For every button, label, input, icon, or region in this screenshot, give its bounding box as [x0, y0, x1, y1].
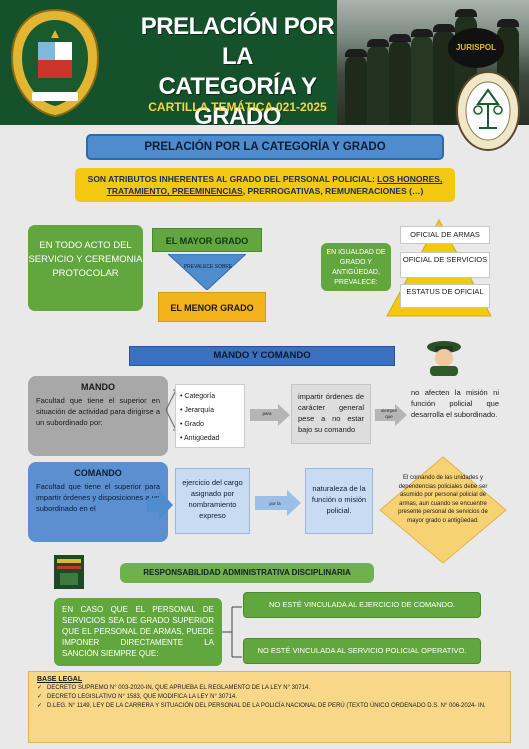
- naturaleza-box: naturaleza de la función o misión polici…: [305, 468, 373, 534]
- list-item: • Antigüedad: [180, 435, 220, 442]
- igualdad-box: EN IGUALDAD DE GRADO Y ANTIGÜEDAD, PREVA…: [321, 243, 391, 291]
- police-badge-logo: [10, 8, 100, 118]
- ejercicio-box: ejercicio del cargo asignado por nombram…: [175, 468, 250, 534]
- list-item: • Grado: [180, 421, 204, 428]
- siempre-que-label: siempre que: [380, 408, 397, 419]
- arrow-right-icon: [255, 490, 301, 516]
- condicion-operativo: NO ESTÉ VINCULADA AL SERVICIO POLICIAL O…: [243, 638, 481, 664]
- mando-comando-title: MANDO Y COMANDO: [129, 346, 395, 366]
- arrow-down-icon: [168, 254, 246, 290]
- menor-grado-box: EL MENOR GRADO: [158, 292, 266, 322]
- por-la-label: por la: [269, 501, 281, 506]
- comando-box: COMANDO Facultad que tiene el superior p…: [28, 462, 168, 542]
- arrow-right-icon: [375, 404, 407, 426]
- page-subtitle: CARTILLA TEMÁTICA 021-2025: [148, 100, 327, 114]
- mayor-grado-box: EL MAYOR GRADO: [152, 228, 262, 252]
- base-legal: BASE LEGAL DECRETO SUPREMO N° 003-2020-I…: [28, 671, 511, 743]
- condicion-comando: NO ESTÉ VINCULADA AL EJERCICIO DE COMAND…: [243, 592, 481, 618]
- police-avatar-icon: [427, 341, 461, 376]
- responsabilidad-title: RESPONSABILIDAD ADMINISTRATIVA DISCIPLIN…: [120, 563, 374, 583]
- legal-item: D.LEG. N° 1149, LEY DE LA CARRERA Y SITU…: [37, 702, 502, 711]
- page-title: PRELACIÓN POR LA CATEGORÍA Y GRADO: [140, 13, 335, 125]
- mando-box: MANDO Facultad que tiene el superior en …: [28, 376, 168, 456]
- legal-item: DECRETO SUPREMO N° 003-2020-IN, QUE APRU…: [37, 684, 502, 693]
- para-label: para: [262, 411, 272, 416]
- list-item: • Jerarquía: [180, 407, 214, 414]
- header: PRELACIÓN POR LA CATEGORÍA Y GRADO CARTI…: [0, 0, 529, 125]
- estatus-oficial-label: ESTATUS DE OFICIAL: [400, 284, 490, 308]
- bracket-arrows: [222, 606, 242, 658]
- legal-item: DECRETO LEGISLATIVO N° 1583, QUE MODIFIC…: [37, 693, 502, 702]
- intro-banner: SON ATRIBUTOS INHERENTES AL GRADO DEL PE…: [75, 168, 455, 202]
- jurispol-logo: JURISPOL: [448, 28, 504, 68]
- impartir-box: impartir órdenes de carácter general pes…: [291, 384, 371, 444]
- arrow-right-icon: [147, 490, 173, 520]
- section-title: PRELACIÓN POR LA CATEGORÍA Y GRADO: [86, 134, 444, 160]
- caso-box: EN CASO QUE EL PERSONAL DE SERVICIOS SEA…: [54, 598, 222, 666]
- prevalece-label: PREVALECE SOBRE: [183, 264, 233, 270]
- oficial-servicios-label: OFICIAL DE SERVICIOS: [400, 252, 490, 278]
- acto-servicio-box: EN TODO ACTO DEL SERVICIO Y CEREMONIA PR…: [28, 225, 143, 311]
- legal-seal-logo: [456, 71, 520, 151]
- book-cover-icon: [54, 555, 84, 589]
- oficial-armas-label: OFICIAL DE ARMAS: [400, 226, 490, 244]
- afecten-text: no afecten la misión ni función policial…: [411, 388, 499, 419]
- arrow-right-icon: [250, 404, 290, 426]
- criterios-list: • Categoría • Jerarquía • Grado • Antigü…: [175, 384, 245, 448]
- comando-note: El comando de las unidades y dependencia…: [398, 475, 488, 524]
- list-item: • Categoría: [180, 393, 216, 400]
- diamond-shape: [379, 456, 507, 564]
